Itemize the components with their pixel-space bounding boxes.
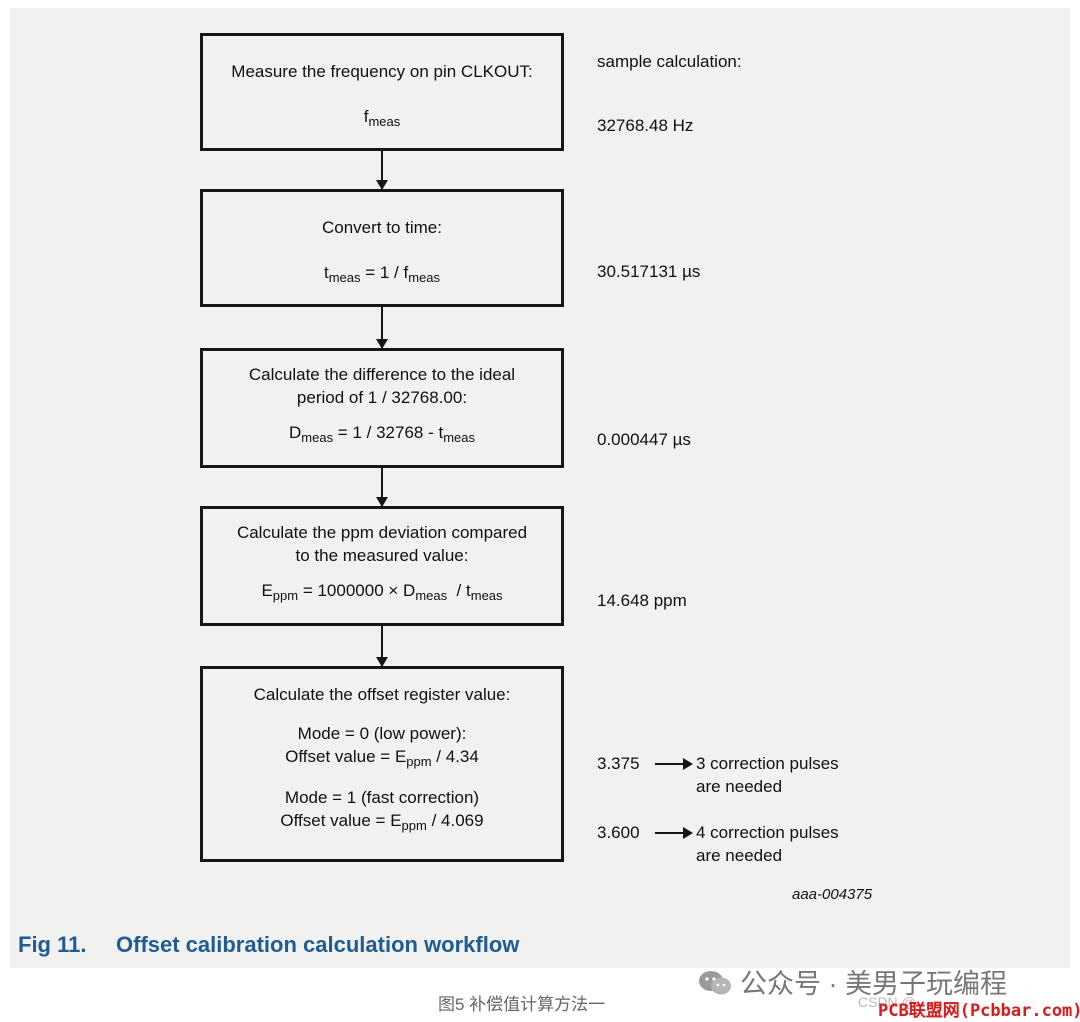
wechat-icon [699,971,731,995]
sample-time: 30.517131 µs [597,262,701,281]
csdn-watermark: CSDN @ [858,994,916,1010]
sample-ppm: 14.648 ppm [597,591,687,610]
sample-mode1-value: 3.600 [597,823,640,842]
step4-title-line1: Calculate the ppm deviation compared [236,523,528,542]
sample-mode1-result: 4 correction pulses are needed [696,823,839,865]
step3-title-line2: period of 1 / 32768.00: [296,388,468,407]
figure-caption-text: Offset calibration calculation workflow [116,932,520,957]
step5-mode0-formula: Offset value = Eppm / 4.34 [285,747,479,769]
arrow-2 [376,307,388,349]
mode1-result-arrow [655,827,693,839]
step2-formula: tmeas = 1 / fmeas [323,263,441,285]
step-difference: Calculate the difference to the ideal pe… [200,348,564,468]
wechat-watermark: 公众号 · 美男子玩编程 [698,962,1007,1001]
step1-formula: fmeas [363,107,401,129]
figure-caption: Fig 11. Offset calibration calculation wo… [18,932,519,958]
step2-title: Convert to time: [322,218,442,237]
sample-mode0-result: 3 correction pulses are needed [696,754,839,796]
step-ppm-deviation: Calculate the ppm deviation compared to … [200,506,564,626]
step-offset-register: Calculate the offset register value: Mod… [200,666,564,862]
sample-mode0-value: 3.375 [597,754,640,773]
figure-id: aaa-004375 [792,886,873,903]
sample-difference: 0.000447 µs [597,430,691,449]
chinese-caption: 图5 补偿值计算方法一 [438,995,606,1014]
figure-caption-number: Fig 11. [18,932,87,957]
arrow-3 [376,468,388,507]
step4-title-line2: to the measured value: [295,546,469,565]
pcbbar-watermark: PCB联盟网(Pcbbar.com) [878,1001,1080,1021]
sample-header: sample calculation: [597,52,742,71]
arrow-1 [376,151,388,190]
step5-mode1-formula: Offset value = Eppm / 4.069 [280,811,484,833]
step5-mode0-label: Mode = 0 (low power): [297,724,467,743]
step5-mode1-label: Mode = 1 (fast correction) [284,788,480,807]
step3-formula: Dmeas = 1 / 32768 - tmeas [289,423,475,445]
step1-title: Measure the frequency on pin CLKOUT: [231,62,533,81]
step-measure-frequency: Measure the frequency on pin CLKOUT: fme… [200,33,564,151]
step3-title-line1: Calculate the difference to the ideal [248,365,516,384]
arrow-4 [376,626,388,667]
wechat-watermark-text: 公众号 · 美男子玩编程 [740,969,1007,999]
step-convert-time: Convert to time: tmeas = 1 / fmeas [200,189,564,307]
sample-frequency: 32768.48 Hz [597,116,694,135]
mode0-result-arrow [655,758,693,770]
step4-formula: Eppm = 1000000 × Dmeas / tmeas [261,581,503,603]
step5-title: Calculate the offset register value: [253,685,511,704]
